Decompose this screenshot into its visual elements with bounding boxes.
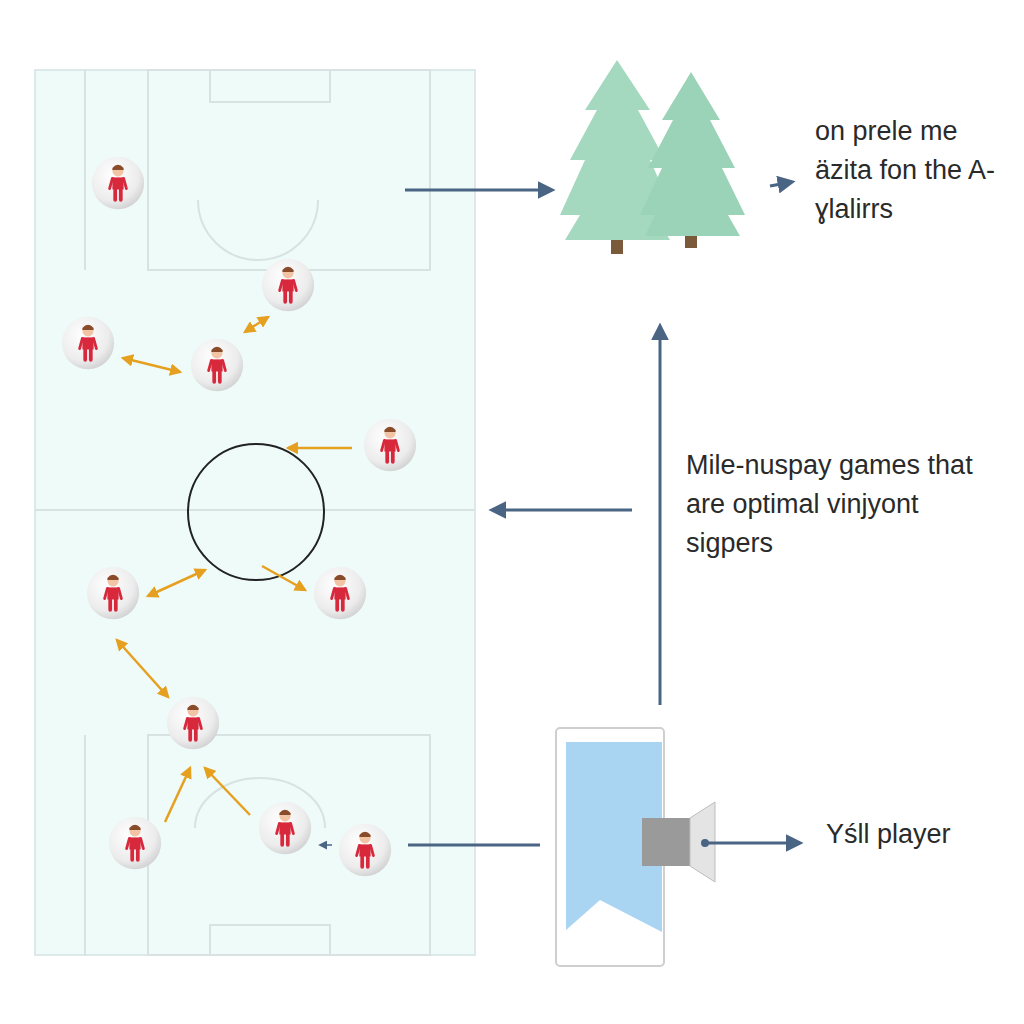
text-label: on prele me äzita fon the A-ɣlalirrs [815,112,1015,229]
pass-arrows [117,317,352,822]
players [62,157,416,876]
trees [560,60,745,254]
tablet-speaker [556,728,715,966]
small-arrow [320,844,332,846]
text-label: Yśll player [826,815,1016,854]
text-label: Mile-nuspay games that are optimal vinjy… [686,446,986,563]
soccer-field [35,70,475,955]
